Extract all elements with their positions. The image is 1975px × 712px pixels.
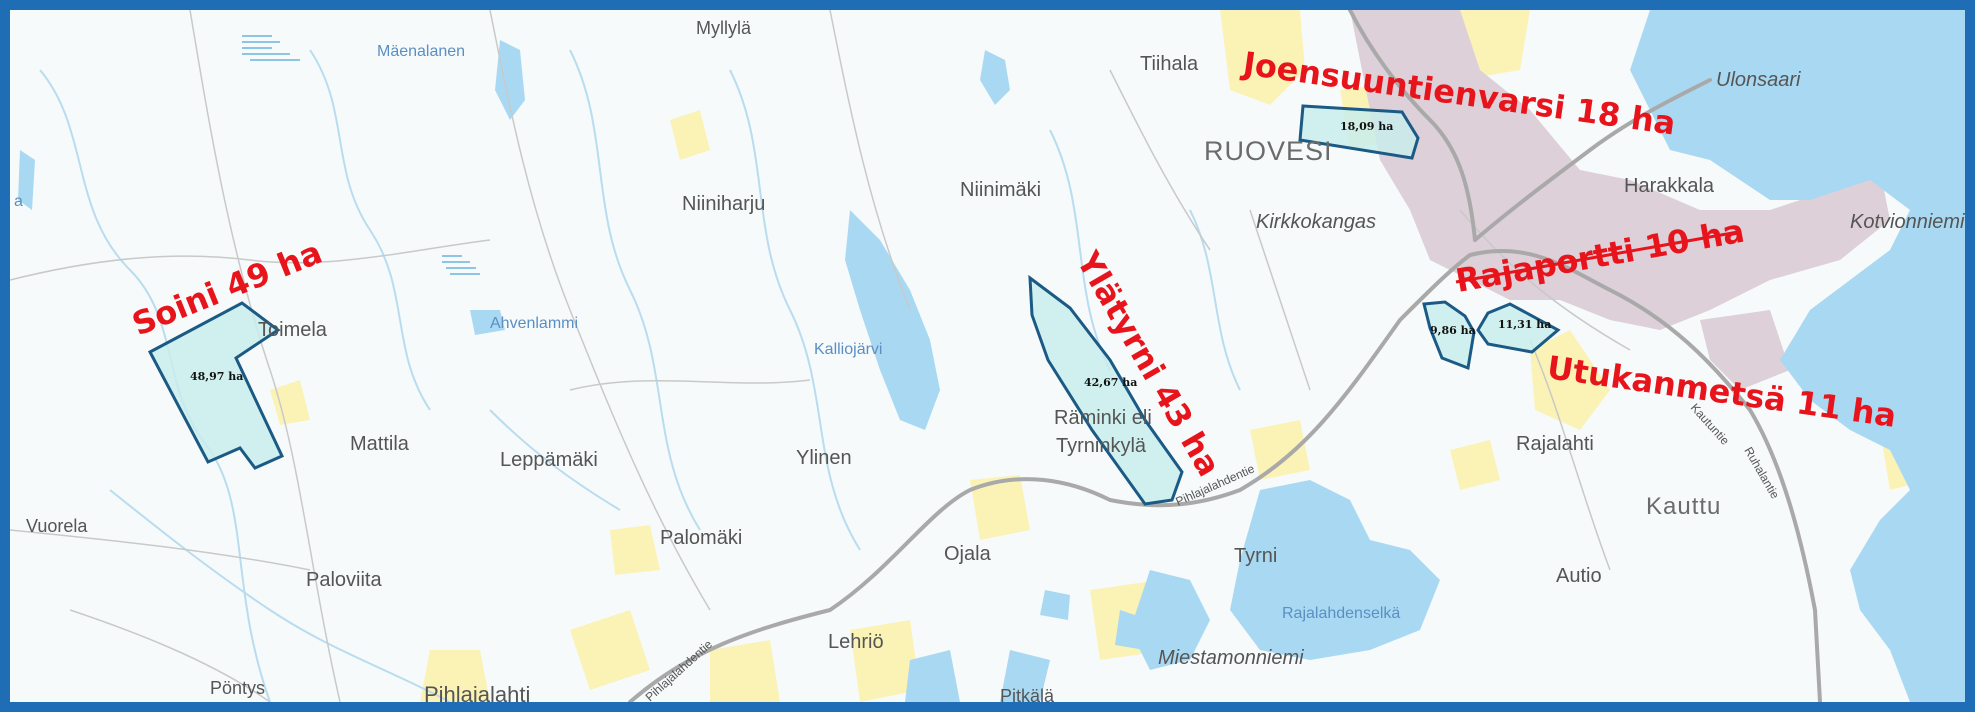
place-harakkala: Harakkala bbox=[1624, 175, 1715, 197]
main-roads bbox=[628, 10, 1822, 702]
water-bodies bbox=[18, 10, 1965, 702]
place-kauttu: Kauttu bbox=[1646, 493, 1721, 520]
place-pihlajalahti: Pihlajalahti bbox=[424, 682, 530, 702]
parcel-soini[interactable] bbox=[147, 301, 285, 470]
place-niinimaki: Niinimäki bbox=[960, 179, 1041, 201]
place-tyrni: Tyrni bbox=[1234, 545, 1277, 567]
place-edge-a: a bbox=[14, 193, 23, 210]
place-ulonsaari: Ulonsaari bbox=[1716, 69, 1801, 91]
place-toimela: Toimela bbox=[258, 319, 328, 341]
place-maenalanen: Mäenalanen bbox=[377, 43, 465, 60]
minor-roads bbox=[10, 10, 1631, 702]
map-background bbox=[10, 10, 1965, 702]
place-tiihala: Tiihala bbox=[1140, 53, 1199, 75]
place-vuorela: Vuorela bbox=[26, 516, 88, 536]
parcel-label-utukanmetsa: 11,31 ha bbox=[1498, 318, 1551, 331]
place-miestamonniemi: Miestamonniemi bbox=[1158, 647, 1304, 669]
place-lehrio: Lehriö bbox=[828, 631, 884, 653]
parcel-ylatyrni[interactable] bbox=[1028, 274, 1184, 506]
place-names: Myllylä Mäenalanen Tiihala RUOVESI Ulons… bbox=[14, 18, 1965, 702]
parcel-rajaportti[interactable] bbox=[1422, 300, 1476, 371]
parcel-utukanmetsa[interactable] bbox=[1476, 302, 1561, 354]
place-kotvionniemi: Kotvionniemi bbox=[1850, 211, 1965, 233]
place-kirkkokangas: Kirkkokangas bbox=[1256, 211, 1376, 233]
place-rajalahti: Rajalahti bbox=[1516, 433, 1594, 455]
place-palomaki: Palomäki bbox=[660, 527, 742, 549]
parcel-label-ylatyrni: 42,67 ha bbox=[1084, 376, 1137, 389]
hatch-symbols bbox=[242, 35, 480, 275]
place-rajalahdenselka: Rajalahdenselkä bbox=[1282, 605, 1400, 622]
place-leppamaki: Leppämäki bbox=[500, 449, 598, 471]
parcel-joensuuntienvarsi[interactable] bbox=[1298, 104, 1420, 160]
parcel-label-rajaportti: 9,86 ha bbox=[1430, 324, 1476, 337]
place-mattila: Mattila bbox=[350, 433, 410, 455]
parcel-label-joensuuntienvarsi: 18,09 ha bbox=[1340, 120, 1393, 133]
place-paloviita: Paloviita bbox=[306, 569, 382, 591]
place-raminki-2: Tyrninkylä bbox=[1056, 435, 1147, 457]
rajaportti-strikethrough bbox=[1455, 230, 1739, 284]
place-myllyla: Myllylä bbox=[696, 18, 752, 38]
place-niiniharju: Niiniharju bbox=[682, 193, 765, 215]
urban-area bbox=[1350, 10, 1890, 390]
place-pontys: Pöntys bbox=[210, 678, 265, 698]
parcels bbox=[147, 104, 1561, 506]
place-ojala: Ojala bbox=[944, 543, 992, 565]
place-ruovesi: RUOVESI bbox=[1204, 136, 1333, 166]
place-pitkala: Pitkälä bbox=[1000, 686, 1055, 702]
place-ahvenlammi: Ahvenlammi bbox=[490, 315, 578, 332]
parcel-labels: 48,97 ha 42,67 ha 18,09 ha 9,86 ha 11,31… bbox=[190, 120, 1551, 389]
parcel-label-soini: 48,97 ha bbox=[190, 370, 243, 383]
place-raminki-1: Räminki eli bbox=[1054, 407, 1152, 429]
map-canvas[interactable]: Myllylä Mäenalanen Tiihala RUOVESI Ulons… bbox=[10, 10, 1965, 702]
place-autio: Autio bbox=[1556, 565, 1602, 587]
place-kalliojarvi: Kalliojärvi bbox=[814, 341, 882, 358]
place-ylinen: Ylinen bbox=[796, 447, 852, 469]
